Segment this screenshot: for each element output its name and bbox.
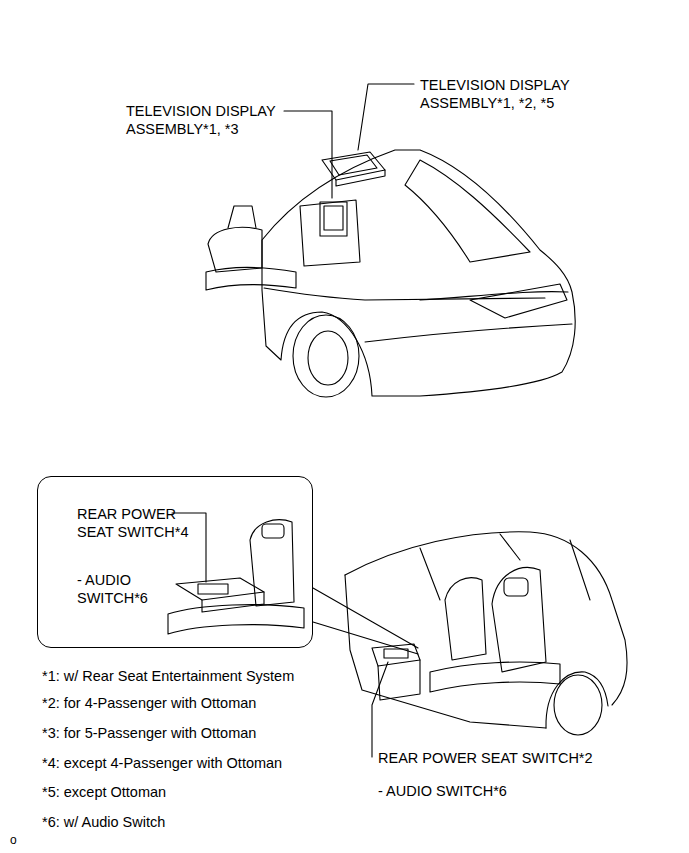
headrest [262, 524, 284, 538]
console [378, 660, 420, 700]
callout-label: REAR POWER SEAT SWITCH*4 [77, 505, 202, 541]
page-mark: o [10, 831, 17, 849]
car-line [365, 324, 572, 342]
footnote: *4: except 4-Passenger with Ottoman [42, 754, 282, 772]
tail-light [470, 284, 567, 318]
footnote: *1: w/ Rear Seat Entertainment System [42, 667, 294, 685]
car-wheel-hub [308, 331, 348, 385]
car-wheel [293, 315, 359, 397]
inset-pointer [313, 588, 418, 654]
front-seat [445, 578, 486, 660]
front-seat [228, 206, 256, 228]
front-seat [208, 227, 262, 272]
callout-label: - AUDIO SWITCH*6 [378, 782, 507, 800]
car-body [345, 575, 546, 728]
footnote: *2: for 4-Passenger with Ottoman [42, 694, 256, 712]
footnote: *5: except Ottoman [42, 783, 166, 801]
rear-window [405, 160, 530, 262]
rear-seat [492, 568, 546, 672]
rear-seat-cushion [430, 662, 560, 692]
armrest [202, 592, 264, 612]
seat-cushion [168, 605, 304, 634]
leader-line [284, 111, 332, 198]
tv-screen [324, 206, 343, 230]
inset-box: REAR POWER SEAT SWITCH*4 - AUDIO SWITCH*6 [37, 476, 313, 648]
tv-display [320, 202, 347, 236]
roof-line [420, 534, 590, 600]
leader-line [372, 662, 388, 757]
callout-label: REAR POWER SEAT SWITCH*2 [378, 749, 593, 767]
callout-label: - AUDIO SWITCH*6 [77, 571, 162, 607]
callout-label: TELEVISION DISPLAY ASSEMBLY*1, *2, *5 [420, 76, 595, 112]
armrest [176, 578, 264, 600]
car-body [345, 532, 627, 705]
car-wheel [554, 675, 602, 735]
headrest [504, 578, 528, 596]
callout-label: TELEVISION DISPLAY ASSEMBLY*1, *3 [126, 102, 301, 138]
seat-cushion [206, 268, 296, 291]
leader-line [172, 513, 206, 582]
car-body [262, 150, 575, 396]
leader-line [358, 84, 414, 150]
footnote: *6: w/ Audio Switch [42, 813, 165, 831]
roof-display-screen [330, 155, 377, 175]
footnote: *3: for 5-Passenger with Ottoman [42, 724, 256, 742]
seat-switch [198, 584, 228, 594]
rear-seat [300, 200, 360, 266]
roof-display [336, 170, 385, 186]
